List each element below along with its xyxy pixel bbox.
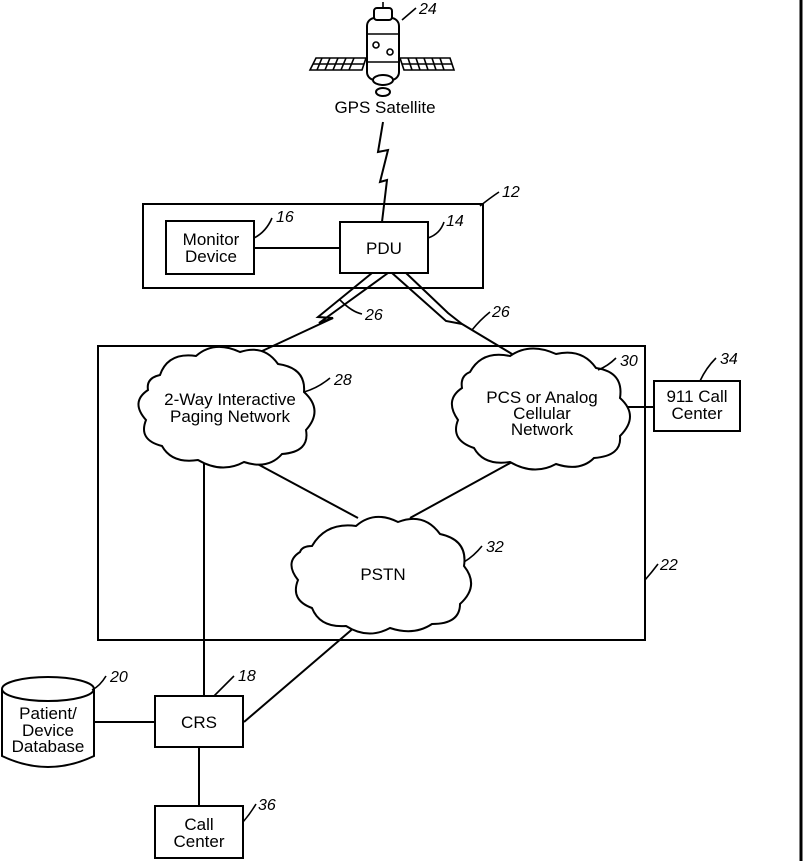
crs-label: CRS (181, 713, 217, 732)
cellular-pstn-link (410, 462, 512, 518)
wireless-link-left-leader (340, 300, 362, 314)
paging-network-label-2: Paging Network (170, 407, 291, 426)
database-ref-leader (92, 676, 106, 690)
crs-ref-leader (214, 676, 234, 696)
satellite-ref: 24 (418, 1, 437, 18)
wireless-link-right-leader (472, 312, 490, 330)
pstn-label: PSTN (360, 565, 405, 584)
network-box-ref: 22 (659, 557, 678, 574)
satellite-label: GPS Satellite (334, 98, 435, 117)
cellular-network-label-3: Network (511, 420, 574, 439)
call-center-911-label-2: Center (671, 404, 722, 423)
call-center-ref-leader (243, 804, 256, 822)
pdu-label: PDU (366, 239, 402, 258)
network-box-ref-leader (645, 564, 658, 580)
pdu-paging-wireless-link (260, 273, 372, 352)
call-center-ref: 36 (258, 797, 276, 814)
pdu-ref-leader (428, 222, 444, 238)
monitor-device-ref: 16 (276, 209, 294, 226)
paging-pstn-link (250, 460, 358, 518)
patient-unit-ref: 12 (502, 184, 520, 201)
pstn-ref: 32 (486, 539, 504, 556)
database-ref: 20 (109, 669, 128, 686)
wireless-link-left-ref: 26 (364, 307, 383, 324)
call-center-911-ref: 34 (720, 351, 738, 368)
paging-network-ref-leader (304, 378, 330, 392)
monitor-device-ref-leader (254, 218, 272, 238)
paging-network-ref: 28 (333, 372, 352, 389)
patient-unit-ref-leader (480, 192, 499, 206)
crs-ref: 18 (238, 668, 256, 685)
call-center-911-ref-leader (700, 358, 716, 381)
pdu-cellular-wireless-link-b (406, 273, 462, 324)
satellite-ref-leader (402, 8, 416, 20)
monitor-device-label-2: Device (185, 247, 237, 266)
pstn-ref-leader (464, 546, 482, 562)
satellite-wireless-link (378, 122, 388, 222)
wireless-link-right-ref: 26 (491, 304, 510, 321)
cellular-network-ref: 30 (620, 353, 638, 370)
database-label-3: Database (12, 737, 85, 756)
call-center-label-2: Center (173, 832, 224, 851)
cellular-network-ref-leader (598, 358, 616, 370)
pdu-ref: 14 (446, 213, 464, 230)
